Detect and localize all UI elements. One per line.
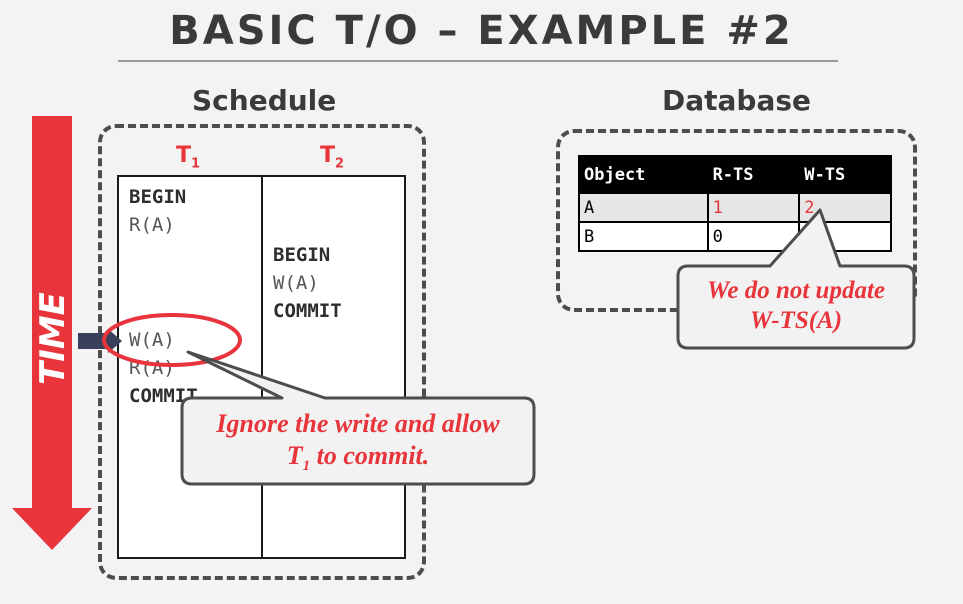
timestamp-table: Object R-TS W-TS A 1 2 B 0 0 <box>578 155 892 252</box>
table-row: A 1 2 <box>578 192 892 223</box>
no-update-callout: We do not update W-TS(A) <box>678 276 914 336</box>
no-update-callout-line2: W-TS(A) <box>749 307 843 334</box>
time-arrow-icon <box>12 116 92 550</box>
title-underline <box>118 60 838 62</box>
no-update-callout-line1: We do not update <box>706 277 885 304</box>
t1-op-commit: COMMIT <box>129 385 198 407</box>
t1-header: T1 <box>176 143 201 172</box>
schedule-label: Schedule <box>192 84 337 117</box>
slide-title: BASIC T/O – EXAMPLE #2 <box>169 8 794 54</box>
row-a-rts: 1 <box>706 192 801 223</box>
database-label: Database <box>662 84 812 117</box>
t1-op-begin: BEGIN <box>129 186 187 208</box>
row-b-rts: 0 <box>706 221 801 252</box>
current-step-pointer-icon <box>78 329 122 353</box>
t1-op-read-a: R(A) <box>129 214 175 236</box>
row-b-object: B <box>578 221 709 252</box>
ignore-write-callout-line1: Ignore the write and allow <box>216 409 500 438</box>
row-a-object: A <box>578 192 709 223</box>
ignore-write-callout: Ignore the write and allow T1 to commit. <box>182 408 534 482</box>
t2-op-write-a: W(A) <box>273 272 319 294</box>
t2-op-begin: BEGIN <box>273 244 331 266</box>
ignore-write-callout-line2: T1 to commit. <box>286 441 430 475</box>
schedule-container <box>98 124 426 580</box>
t1-op-write-a: W(A) <box>129 329 175 351</box>
t2-op-commit: COMMIT <box>273 300 342 322</box>
t2-header: T2 <box>320 143 345 172</box>
write-highlight-ellipse <box>102 313 242 367</box>
schedule-grid <box>117 175 406 559</box>
col-wts-header: W-TS <box>798 155 892 194</box>
col-rts-header: R-TS <box>706 155 801 194</box>
col-object-header: Object <box>578 155 709 194</box>
column-divider <box>261 177 263 557</box>
